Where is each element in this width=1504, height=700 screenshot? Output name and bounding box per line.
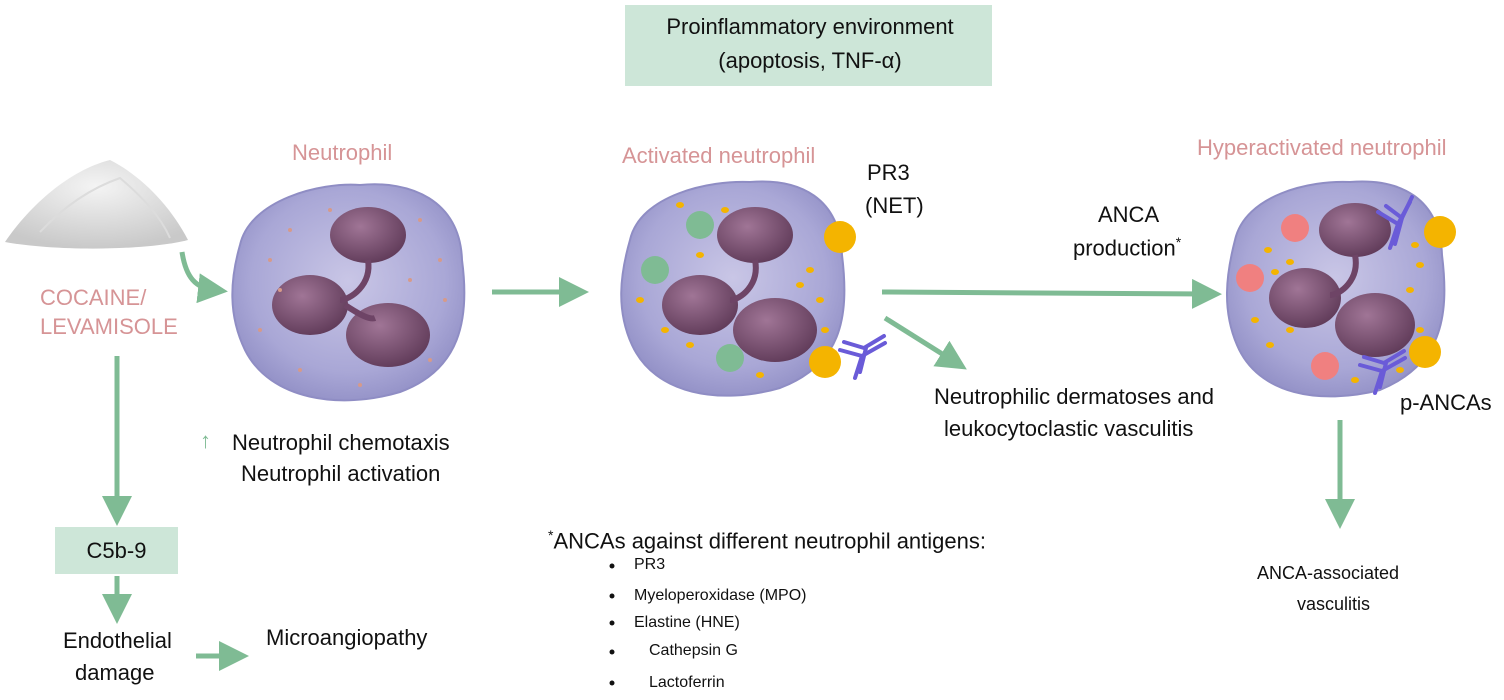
endothelial-label-line1: Endothelial <box>63 628 172 653</box>
antibody-icon <box>1358 195 1414 395</box>
arrow-activated-to-hyperactivated <box>881 278 1222 309</box>
anca-footnote-star: * <box>1175 234 1182 250</box>
vasculitis-label-line2: vasculitis <box>1297 594 1371 614</box>
microangiopathy-label: Microangiopathy <box>266 625 428 650</box>
pr3-label: PR3 <box>867 160 910 185</box>
hyperactivated-neutrophil-label: Hyperactivated neutrophil <box>1197 135 1447 160</box>
dermatoses-label-line2: leukocytoclastic vasculitis <box>944 416 1194 441</box>
dermatoses-label-line1: Neutrophilic dermatoses and <box>934 384 1215 409</box>
c5b9-label: C5b-9 <box>86 538 147 563</box>
activated-neutrophil-label: Activated neutrophil <box>622 143 816 168</box>
antigen-item: Myeloperoxidase (MPO) <box>634 587 807 604</box>
net-label: (NET) <box>865 193 924 218</box>
environment-box <box>625 5 992 86</box>
neutrophil-cell-icon <box>231 183 466 402</box>
p-ancas-label: p-ANCAs <box>1400 390 1492 415</box>
antigen-bullets <box>609 563 615 686</box>
cocaine-label-line1: COCAINE/ <box>40 285 147 310</box>
neutrophil-label: Neutrophil <box>292 140 393 165</box>
antigen-item: Elastine (HNE) <box>634 614 740 631</box>
antigen-item: Cathepsin G <box>649 642 738 659</box>
antigen-list-title: *ANCAs against different neutrophil anti… <box>548 527 986 554</box>
antigen-item: Lactoferrin <box>649 674 725 691</box>
antigen-footnote-star: * <box>548 527 554 543</box>
environment-subtitle: (apoptosis, TNF-α) <box>718 48 902 73</box>
chemotaxis-label: Neutrophil chemotaxis <box>232 430 450 455</box>
endothelial-label-line2: damage <box>75 660 155 685</box>
hyperactivated-neutrophil-icon <box>1226 180 1456 398</box>
anca-production-label: production* <box>1073 234 1181 261</box>
antigen-title-text: ANCAs against different neutrophil antig… <box>553 528 986 554</box>
activated-neutrophil-icon <box>620 180 887 397</box>
antibody-icon <box>838 334 887 380</box>
up-arrow-icon: ↑ <box>200 428 211 453</box>
vasculitis-label-line1: ANCA-associated <box>1257 563 1400 583</box>
arrow-cocaine-to-neutrophil <box>179 251 228 304</box>
cocaine-label-line2: LEVAMISOLE <box>40 314 178 339</box>
anca-label: ANCA <box>1098 202 1160 227</box>
environment-title: Proinflammatory environment <box>666 14 954 39</box>
flow-arrows <box>102 251 1355 671</box>
activation-label: Neutrophil activation <box>241 461 441 486</box>
production-text: production <box>1073 235 1176 261</box>
arrow-activated-to-dermatoses <box>883 315 967 370</box>
c5b9-box <box>55 527 178 574</box>
antigen-item: PR3 <box>634 556 666 573</box>
cocaine-powder-icon <box>5 160 188 249</box>
